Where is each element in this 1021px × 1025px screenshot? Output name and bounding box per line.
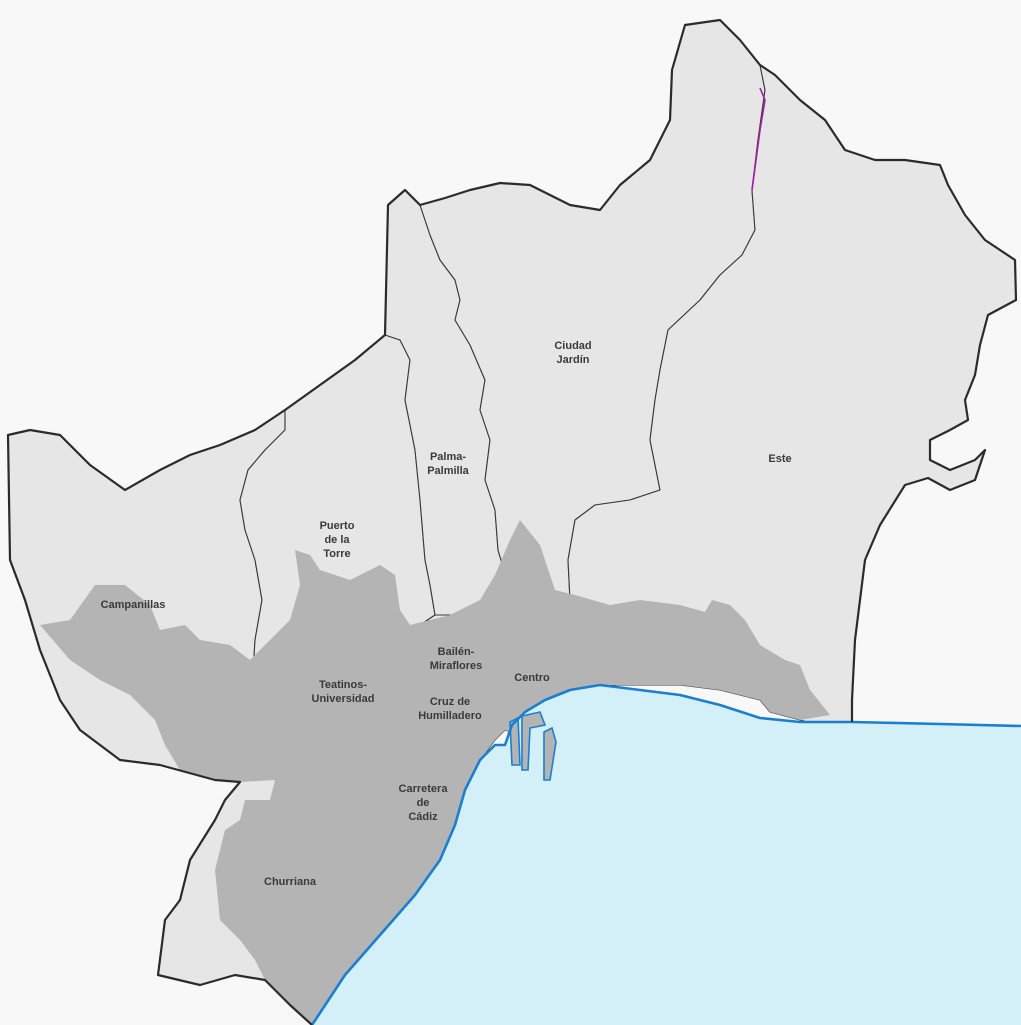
district-label-line: Este — [768, 453, 791, 465]
district-labels: Campanillas Puerto de la Torre Palma- Palmi… — [101, 340, 792, 888]
urban-areas — [40, 520, 830, 1025]
district-label-line: Palmilla — [427, 465, 469, 477]
northeast-boundary — [751, 87, 766, 191]
coastline — [310, 683, 1021, 1025]
district-label-line: Cádiz — [408, 811, 438, 823]
harbour-piers — [509, 711, 557, 781]
harbour-pier-center — [521, 711, 547, 771]
urban-area-main — [40, 520, 830, 1025]
district-label-line: Churriana — [264, 876, 317, 888]
label-palma-palmilla: Palma- Palmilla — [427, 451, 469, 477]
district-label-line: Centro — [514, 672, 550, 684]
district-label-line: Ciudad — [554, 340, 591, 352]
district-label-line: Humilladero — [418, 710, 482, 722]
district-label-line: Miraflores — [430, 660, 483, 672]
district-label-line: Palma- — [430, 451, 466, 463]
harbour-pier-east — [543, 726, 557, 781]
district-label-line: Teatinos- — [319, 679, 367, 691]
label-churriana: Churriana — [264, 876, 317, 888]
municipal-boundary — [6, 18, 1018, 1025]
label-campanillas: Campanillas — [101, 599, 166, 611]
district-label-line: Universidad — [312, 693, 375, 705]
district-label-line: de la — [324, 534, 350, 546]
district-label-line: Carretera — [399, 783, 449, 795]
label-puerto-de-la-torre: Puerto de la Torre — [320, 520, 355, 560]
district-label-line: de — [417, 797, 430, 809]
sea — [312, 685, 1021, 1025]
district-label-line: Jardín — [556, 354, 589, 366]
district-label-line: Bailén- — [438, 646, 475, 658]
district-label-line: Campanillas — [101, 599, 166, 611]
district-label-line: Puerto — [320, 520, 355, 532]
harbour-pier-west — [509, 716, 521, 766]
label-teatinos-universidad: Teatinos- Universidad — [312, 679, 375, 705]
district-label-line: Torre — [323, 548, 350, 560]
label-bailen-miraflores: Bailén- Miraflores — [430, 646, 483, 672]
label-este: Este — [768, 453, 791, 465]
district-label-line: Cruz de — [430, 696, 470, 708]
label-cruz-de-humilladero: Cruz de Humilladero — [418, 696, 482, 722]
label-centro: Centro — [514, 672, 550, 684]
